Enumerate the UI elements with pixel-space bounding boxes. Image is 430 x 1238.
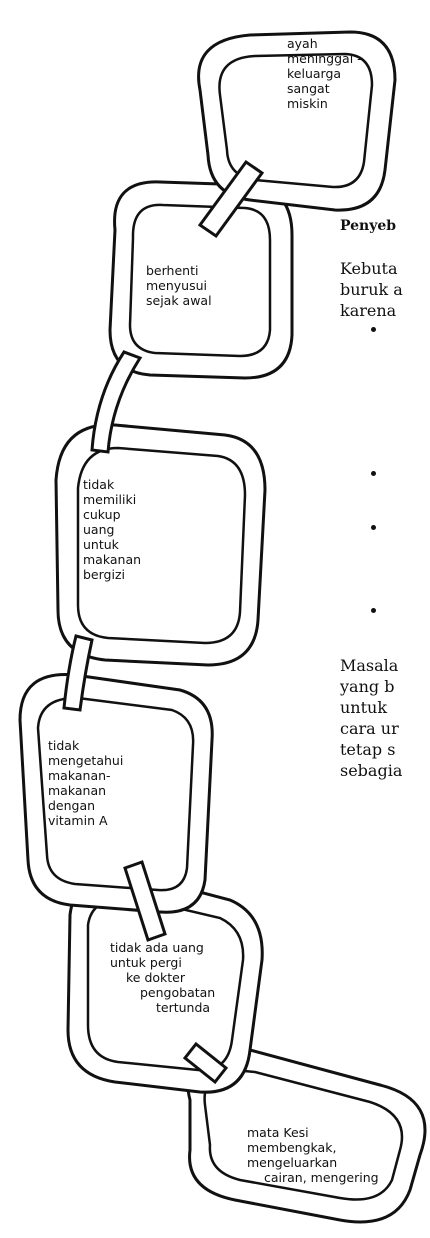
paragraph-2-line: Masala	[340, 655, 402, 676]
paragraph-2-line: cara ur	[340, 718, 402, 739]
link-5-line: tidak ada uang	[110, 940, 215, 955]
link-6-line: mata Kesi	[232, 1125, 379, 1140]
paragraph-2-line: untuk	[340, 697, 402, 718]
link-5-line: untuk pergi	[110, 955, 215, 970]
link-4-label: tidak mengetahui makanan- makanan dengan…	[48, 738, 123, 828]
link-3-line: bergizi	[83, 567, 141, 582]
link-4-line: makanan-	[48, 768, 123, 783]
link-1-line: miskin	[287, 96, 362, 111]
link-4-line: tidak	[48, 738, 123, 753]
link-2-label: berhenti menyusui sejak awal	[146, 263, 212, 308]
bullet-marker	[371, 327, 376, 332]
section-heading: Penyeb	[340, 218, 396, 234]
paragraph-2-line: tetap s	[340, 739, 402, 760]
link-3-line: makanan	[83, 552, 141, 567]
link-6-line: mengeluarkan	[232, 1155, 379, 1170]
link-5-label: tidak ada uang untuk pergi ke dokter pen…	[110, 940, 215, 1015]
link-1-line: ayah	[287, 36, 362, 51]
paragraph-1-line: karena	[340, 300, 403, 321]
link-3-line: untuk	[83, 537, 141, 552]
paragraph-2-line: yang b	[340, 676, 402, 697]
link-3-line: tidak	[83, 477, 141, 492]
link-6-line: membengkak,	[232, 1140, 379, 1155]
link-2-line: berhenti	[146, 263, 212, 278]
link-5-line: tertunda	[110, 1000, 215, 1015]
link-4-line: makanan	[48, 783, 123, 798]
link-5-line: pengobatan	[110, 985, 215, 1000]
link-3-line: memiliki	[83, 492, 141, 507]
link-5-line: ke dokter	[110, 970, 215, 985]
link-3-line: cukup	[83, 507, 141, 522]
link-3-line: uang	[83, 522, 141, 537]
link-6-line: cairan, mengering	[232, 1170, 379, 1185]
paragraph-1: Kebuta buruk a karena	[340, 258, 403, 321]
paragraph-1-line: Kebuta	[340, 258, 403, 279]
link-1-label: ayah meninggal - keluarga sangat miskin	[287, 36, 362, 111]
link-6-label: mata Kesi membengkak, mengeluarkan caira…	[232, 1125, 379, 1185]
link-4-line: mengetahui	[48, 753, 123, 768]
bullet-marker	[371, 525, 376, 530]
link-4-line: dengan	[48, 798, 123, 813]
bullet-marker	[371, 471, 376, 476]
paragraph-1-line: buruk a	[340, 279, 403, 300]
link-3-label: tidak memiliki cukup uang untuk makanan …	[83, 477, 141, 582]
link-4-line: vitamin A	[48, 813, 123, 828]
paragraph-2: Masala yang b untuk cara ur tetap s seba…	[340, 655, 402, 781]
link-1-line: keluarga	[287, 66, 362, 81]
bullet-marker	[371, 608, 376, 613]
link-1-line: sangat	[287, 81, 362, 96]
link-2-line: menyusui	[146, 278, 212, 293]
paragraph-2-line: sebagia	[340, 760, 402, 781]
link-2-line: sejak awal	[146, 293, 212, 308]
link-1-line: meninggal -	[287, 51, 362, 66]
